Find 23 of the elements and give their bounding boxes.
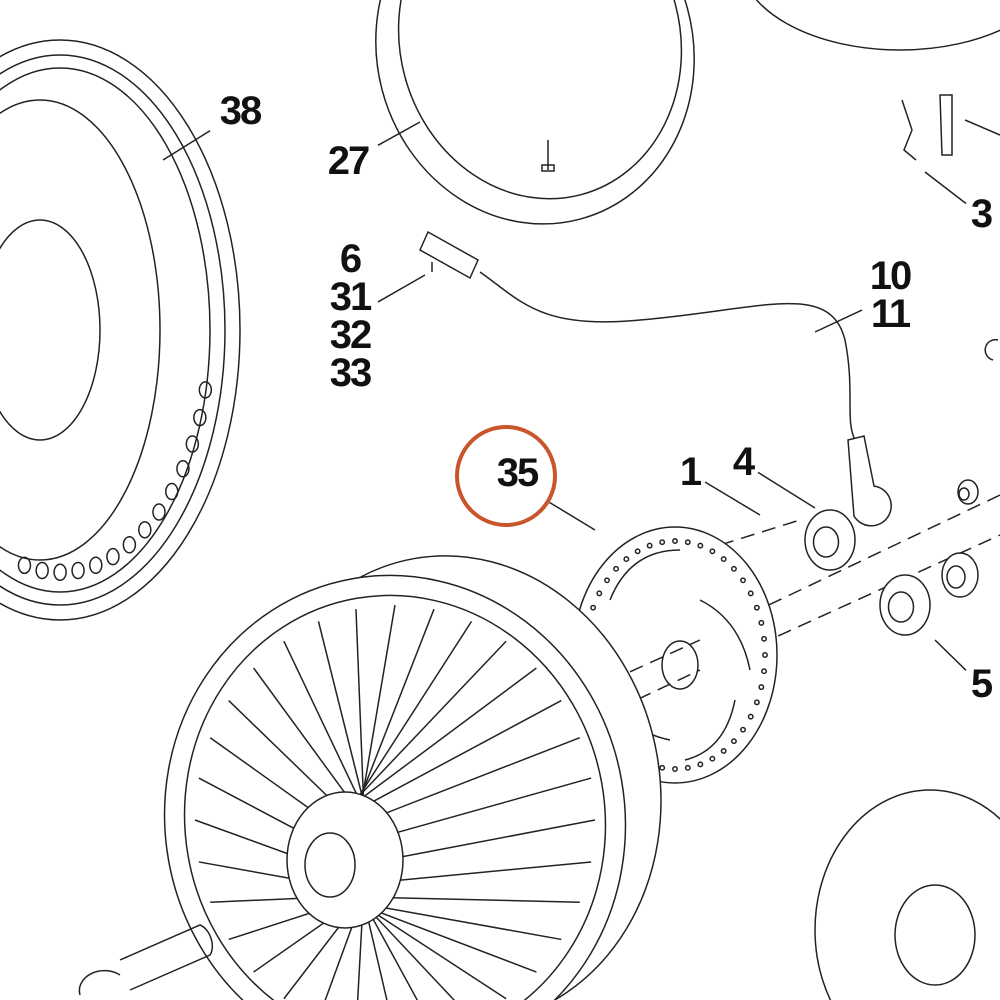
callout-number: 11 (870, 295, 910, 333)
leader-line (378, 121, 420, 146)
callout-number: 33 (330, 354, 370, 392)
callout-number: 1 (680, 453, 700, 491)
callout-number: 4 (732, 443, 754, 481)
callout-number: 32 (330, 316, 370, 354)
callout-number: 27 (328, 142, 368, 180)
leader-line (934, 639, 967, 671)
leader-line (704, 481, 760, 516)
leader-line (162, 130, 210, 161)
highlight-circle (455, 425, 557, 527)
callout-number: 6 (340, 240, 360, 278)
leader-line (814, 309, 862, 333)
callout-number: 10 (870, 257, 910, 295)
leader-line (378, 274, 426, 303)
callout-number: 3 (970, 195, 992, 233)
leader-line (758, 472, 816, 509)
callout-number: 38 (220, 92, 260, 130)
leader-line (549, 502, 596, 531)
callout-number: 35 (496, 454, 538, 492)
callout-number: 5 (970, 665, 992, 703)
leader-line (924, 171, 966, 204)
callout-number: 31 (330, 278, 370, 316)
